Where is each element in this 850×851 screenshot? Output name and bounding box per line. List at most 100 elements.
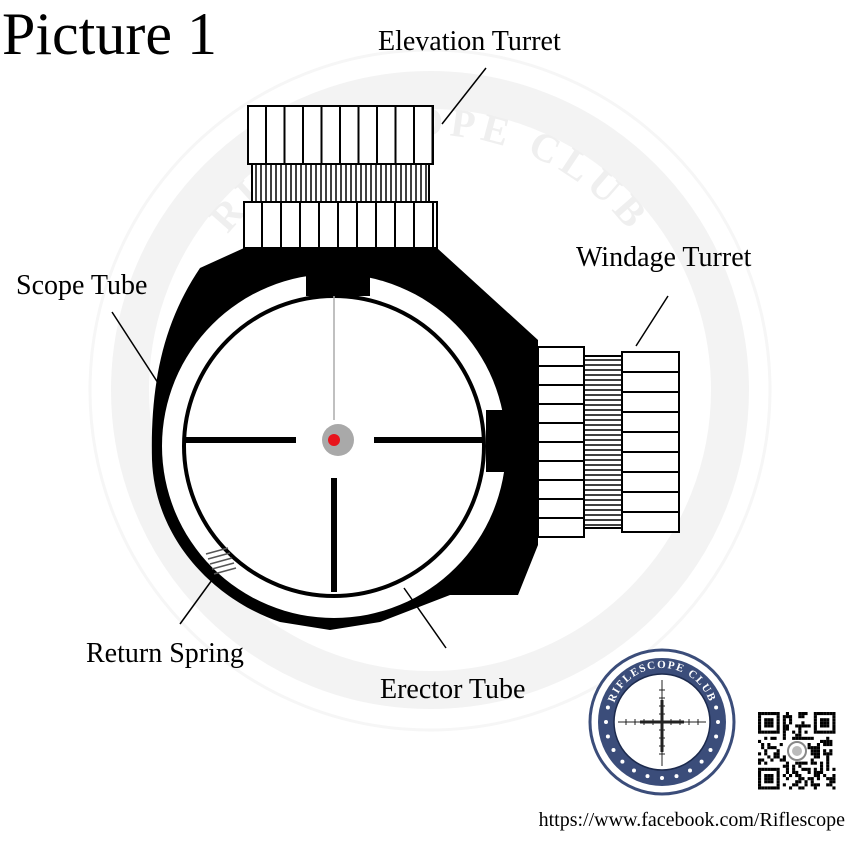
qr-cell: [826, 736, 830, 740]
qr-cell: [798, 736, 802, 740]
qr-cell: [813, 783, 817, 787]
qr-cell: [758, 730, 762, 734]
qr-cell: [832, 715, 836, 719]
qr-cell: [813, 721, 817, 725]
qr-cell: [826, 764, 830, 768]
qr-cell: [813, 774, 817, 778]
reticle: [186, 296, 484, 592]
qr-cell: [758, 783, 762, 787]
logo-star: [714, 705, 719, 710]
qr-cell: [767, 730, 771, 734]
qr-cell: [758, 770, 762, 774]
qr-cell: [826, 718, 830, 722]
qr-cell: [770, 746, 774, 750]
qr-cell: [807, 770, 811, 774]
qr-cell: [761, 712, 765, 716]
qr-cell: [829, 777, 833, 781]
qr-cell: [807, 746, 811, 750]
qr-cell: [764, 736, 768, 740]
qr-cell: [816, 770, 820, 774]
qr-cell: [776, 767, 780, 771]
qr-cell: [770, 777, 774, 781]
qr-cell: [801, 736, 805, 740]
qr-cell: [813, 786, 817, 790]
qr-cell: [770, 712, 774, 716]
qr-cell: [829, 780, 833, 784]
qr-cell: [826, 755, 830, 759]
qr-cell: [832, 774, 836, 778]
qr-cell: [813, 755, 817, 759]
riflescope-club-logo-icon: RIFLESCOPE CLUB: [588, 648, 736, 796]
qr-cell: [816, 743, 820, 747]
logo-star: [714, 734, 719, 739]
qr-cell: [782, 733, 786, 737]
qr-cell: [801, 777, 805, 781]
qr-cell: [789, 786, 793, 790]
elevation-turret-icon: [243, 105, 438, 249]
label-scope-tube: Scope Tube: [16, 270, 147, 301]
qr-cell: [801, 715, 805, 719]
qr-cell: [758, 761, 762, 765]
qr-cell: [767, 755, 771, 759]
qr-cell: [816, 749, 820, 753]
qr-cell: [798, 761, 802, 765]
qr-cell: [810, 777, 814, 781]
qr-cell: [764, 761, 768, 765]
logo-star: [611, 748, 616, 752]
qr-cell: [801, 761, 805, 765]
qr-cell: [761, 767, 765, 771]
center-red-dot: [328, 434, 340, 446]
qr-cell: [776, 724, 780, 728]
qr-cell: [770, 786, 774, 790]
qr-cell: [820, 767, 824, 771]
qr-cell: [764, 712, 768, 716]
qr-cell: [776, 749, 780, 753]
qr-cell: [816, 712, 820, 716]
qr-cell: [832, 786, 836, 790]
qr-cell: [826, 724, 830, 728]
qr-cell: [789, 718, 793, 722]
qr-cell: [770, 730, 774, 734]
qr-cell: [785, 724, 789, 728]
qr-cell: [823, 739, 827, 743]
qr-cell: [820, 764, 824, 768]
qr-cell: [810, 761, 814, 765]
qr-cell: [776, 727, 780, 731]
footer-url: https://www.facebook.com/Riflescope: [539, 809, 846, 831]
qr-cell: [789, 715, 793, 719]
logo-star: [620, 759, 625, 764]
qr-cell: [773, 752, 777, 756]
qr-cell: [792, 736, 796, 740]
logo-star: [632, 768, 636, 773]
qr-cell: [776, 774, 780, 778]
qr-cell: [764, 721, 768, 725]
qr-cell: [820, 718, 824, 722]
qr-cell: [823, 712, 827, 716]
qr-cell: [761, 786, 765, 790]
label-elevation-turret: Elevation Turret: [378, 26, 561, 57]
qr-cell: [758, 727, 762, 731]
qr-cell: [832, 724, 836, 728]
qr-cell: [758, 777, 762, 781]
qr-cell: [770, 758, 774, 762]
qr-cell: [789, 721, 793, 725]
logo-star: [716, 720, 720, 724]
return-spring-icon: [205, 547, 237, 575]
qr-cell: [798, 727, 802, 731]
qr-cell: [782, 718, 786, 722]
qr-cell: [823, 749, 827, 753]
qr-cell: [764, 774, 768, 778]
qr-cell: [816, 774, 820, 778]
qr-cell: [764, 777, 768, 781]
label-erector-tube: Erector Tube: [380, 674, 525, 705]
qr-cell: [804, 712, 808, 716]
qr-cell: [776, 780, 780, 784]
qr-cell: [804, 724, 808, 728]
qr-cell: [770, 780, 774, 784]
qr-cell: [767, 774, 771, 778]
qr-cell: [776, 730, 780, 734]
qr-cell: [829, 730, 833, 734]
logo-star: [660, 776, 664, 780]
qr-cell: [767, 721, 771, 725]
